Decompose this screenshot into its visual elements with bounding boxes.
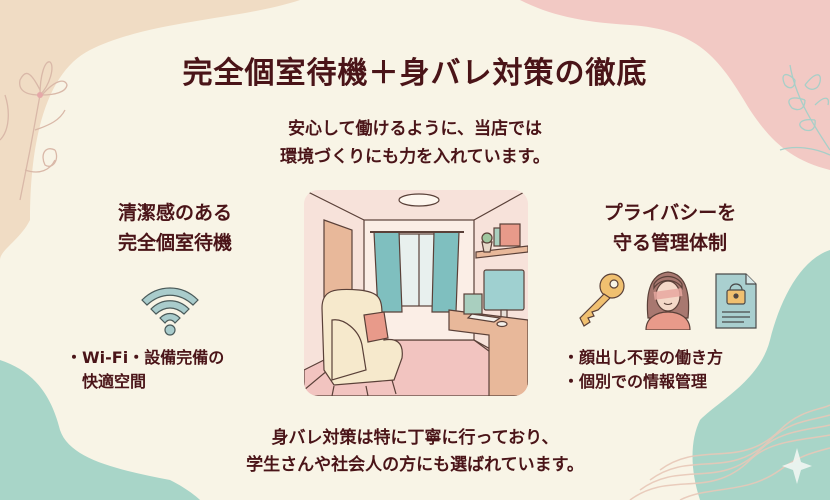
left-heading-line-1: 清潔感のある	[117, 202, 232, 224]
left-heading: 清潔感のある 完全個室待機	[60, 198, 290, 258]
right-section: プライバシーを 守る管理体制	[560, 198, 780, 258]
outro-text: 身バレ対策は特に丁寧に行っており、 学生さんや社会人の方にも選ばれています。	[0, 425, 830, 479]
right-heading: プライバシーを 守る管理体制	[560, 198, 780, 258]
intro-text: 安心して働けるように、当店では 環境づくりにも力を入れています。	[0, 115, 830, 171]
wifi-icon	[141, 287, 199, 336]
room-illustration	[304, 190, 528, 396]
right-bullet-list: ・顔出し不要の働き方 ・個別での情報管理	[563, 346, 723, 394]
right-heading-line-2: 守る管理体制	[612, 232, 727, 254]
outro-line-1: 身バレ対策は特に丁寧に行っており、	[271, 428, 559, 448]
locked-document-icon	[715, 273, 757, 329]
right-bullet-item: ・顔出し不要の働き方	[563, 348, 724, 367]
right-bullet-item: ・個別での情報管理	[563, 372, 708, 391]
left-bullet-line-2: 快適空間	[82, 372, 147, 391]
left-bullet-item: ・Wi-Fi・設備完備の 快適空間	[66, 346, 224, 394]
intro-line-1: 安心して働けるように、当店では	[288, 119, 542, 139]
hidden-face-icon	[645, 271, 691, 330]
key-icon	[579, 273, 625, 327]
left-bullet-list: ・Wi-Fi・設備完備の 快適空間	[66, 346, 224, 394]
right-icons	[576, 268, 766, 330]
left-heading-line-2: 完全個室待機	[117, 232, 232, 254]
outro-line-2: 学生さんや社会人の方にも選ばれています。	[246, 455, 584, 475]
page-title: 完全個室待機＋身バレ対策の徹底	[182, 56, 648, 91]
right-heading-line-1: プライバシーを	[603, 202, 737, 224]
left-bullet-line-1: ・Wi-Fi・設備完備の	[66, 348, 225, 367]
left-section: 清潔感のある 完全個室待機	[60, 198, 290, 338]
intro-line-2: 環境づくりにも力を入れています。	[280, 147, 550, 167]
